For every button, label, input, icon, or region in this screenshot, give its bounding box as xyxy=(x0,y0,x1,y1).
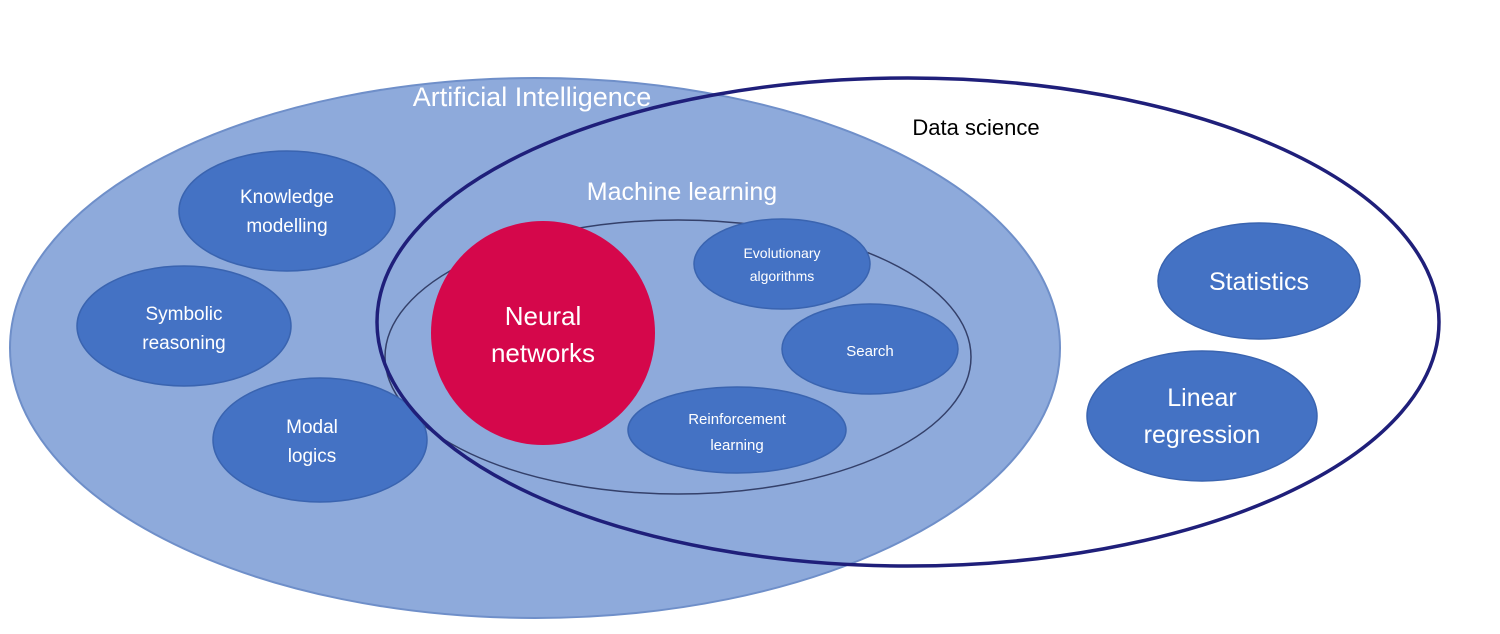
knowledge-modelling-label-line1: Knowledge xyxy=(240,187,334,208)
symbolic-reasoning-label-line2: reasoning xyxy=(142,333,225,354)
search-node: Search xyxy=(781,303,959,395)
symbolic-reasoning-node: Symbolic reasoning xyxy=(76,265,292,387)
machine-learning-region xyxy=(384,219,972,495)
reinforcement-learning-label-line1: Reinforcement xyxy=(688,411,786,428)
neural-networks-node: Neural networks xyxy=(431,221,655,445)
modal-logics-label-line2: logics xyxy=(288,446,337,467)
data-science-label: Data science xyxy=(912,115,1039,140)
machine-learning-label: Machine learning xyxy=(587,178,777,206)
reinforcement-learning-label-line2: learning xyxy=(710,437,763,454)
neural-networks-label-line2: networks xyxy=(491,338,595,368)
knowledge-modelling-node: Knowledge modelling xyxy=(178,150,396,272)
linear-regression-node: Linear regression xyxy=(1086,350,1318,482)
modal-logics-node: Modal logics xyxy=(212,377,428,503)
data-science-region xyxy=(375,76,1441,568)
linear-regression-label-line1: Linear xyxy=(1167,384,1237,412)
search-label: Search xyxy=(846,343,894,360)
linear-regression-label-line2: regression xyxy=(1144,421,1261,449)
neural-networks-label-line1: Neural xyxy=(505,301,582,331)
knowledge-modelling-label-line2: modelling xyxy=(246,216,327,237)
symbolic-reasoning-label-line1: Symbolic xyxy=(145,304,222,325)
statistics-node: Statistics xyxy=(1157,222,1361,340)
evolutionary-algorithms-label-line1: Evolutionary xyxy=(743,245,820,261)
evolutionary-algorithms-node: Evolutionary algorithms xyxy=(693,218,871,310)
artificial-intelligence-label: Artificial Intelligence xyxy=(413,82,652,112)
statistics-label: Statistics xyxy=(1209,268,1309,296)
evolutionary-algorithms-label-line2: algorithms xyxy=(750,268,815,284)
reinforcement-learning-node: Reinforcement learning xyxy=(627,386,847,474)
modal-logics-label-line1: Modal xyxy=(286,417,338,438)
